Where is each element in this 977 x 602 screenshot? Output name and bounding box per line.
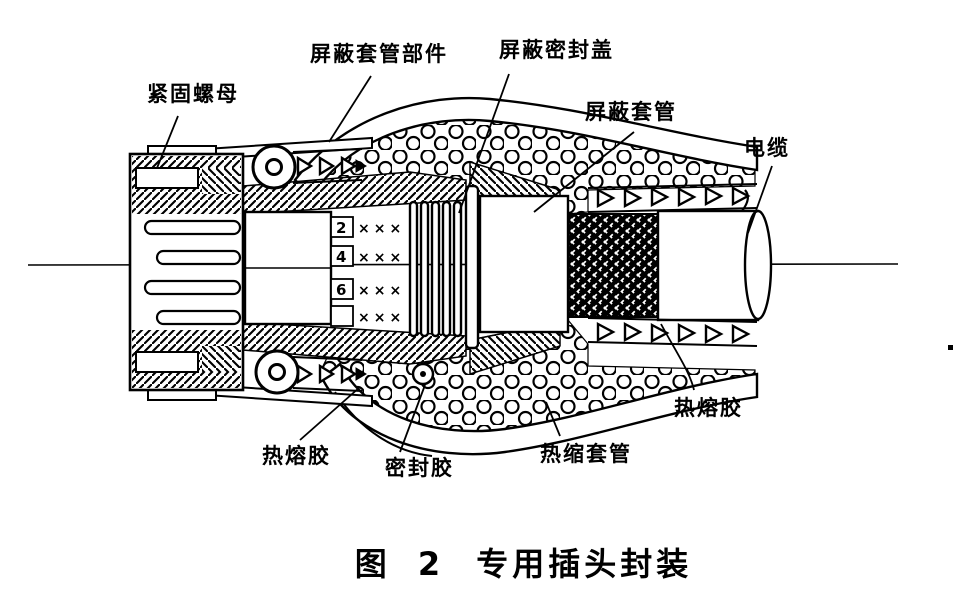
conductor-number: 4 <box>336 248 346 266</box>
figure-caption-title: 专用插头封装 <box>476 545 693 583</box>
label-cable: 电缆 <box>744 136 790 160</box>
label-hot-melt-adhesive-right: 热熔胶 <box>674 396 743 420</box>
label-fastening-nut: 紧固螺母 <box>147 82 239 106</box>
cable-braid-block <box>567 213 659 318</box>
shield-sleeve-block <box>478 194 570 334</box>
sealant-ring <box>411 362 435 386</box>
leader-sealant <box>399 384 426 453</box>
leader-shield-sleeve-assembly <box>328 75 372 143</box>
label-sealant: 密封胶 <box>385 456 454 480</box>
leader-hot-melt-left <box>299 386 361 441</box>
leader-fastening-nut <box>156 115 179 169</box>
leader-heat-shrink-sleeve <box>545 401 561 437</box>
conductor-marks: ××× <box>358 283 405 299</box>
seal-ring-bottom <box>254 349 300 395</box>
shield-seal-cover-ribs <box>408 184 480 350</box>
figure-caption-number: 图 2 <box>354 545 451 583</box>
figure-caption: 图 2 专用插头封装 <box>70 548 977 580</box>
conductor-number: 6 <box>336 281 346 299</box>
label-shield-sleeve-assembly: 屏蔽套管部件 <box>310 42 448 66</box>
heat-shrink-shell <box>293 96 759 456</box>
ink-speck <box>948 345 953 350</box>
leader-shield-sleeve <box>533 131 635 213</box>
adhesive-band-top <box>587 183 758 213</box>
conductor-marks: ××× <box>358 310 405 326</box>
conductor-rows: 2 4 6 ××× ××× ××× ××× <box>330 216 405 327</box>
leader-lines <box>156 73 773 453</box>
label-hot-melt-adhesive-left: 热熔胶 <box>262 444 331 468</box>
leader-hot-melt-right <box>660 323 695 391</box>
fastening-nut <box>128 145 245 401</box>
label-shield-seal-cover: 屏蔽密封盖 <box>499 38 614 62</box>
label-heat-shrink-sleeve: 热缩套管 <box>540 442 632 466</box>
conductor-number: 2 <box>336 219 346 237</box>
leader-shield-seal-cover <box>458 73 510 214</box>
adhesive-band-bottom <box>587 317 758 347</box>
label-shield-sleeve: 屏蔽套管 <box>585 100 677 124</box>
cable-body <box>656 189 773 322</box>
conductor-marks: ××× <box>358 250 405 266</box>
leader-cable <box>747 165 773 234</box>
seal-ring-top <box>251 144 297 190</box>
nut-thread-slots <box>143 219 242 326</box>
conductor-marks: ××× <box>358 221 405 237</box>
adhesive-band-left-top <box>292 148 367 184</box>
